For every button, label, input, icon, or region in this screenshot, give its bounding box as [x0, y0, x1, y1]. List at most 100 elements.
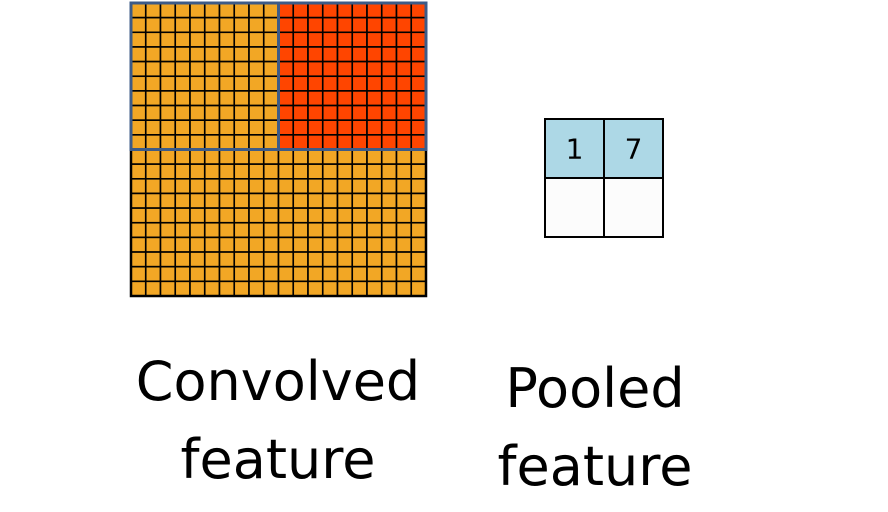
feature-cell	[174, 221, 191, 239]
feature-cell	[130, 163, 147, 180]
feature-cell	[262, 16, 280, 34]
feature-cell	[307, 163, 324, 180]
feature-cell	[380, 163, 398, 180]
feature-cell	[218, 163, 236, 180]
feature-cell	[248, 90, 265, 107]
feature-cell	[174, 148, 191, 165]
pooling-region-cell	[366, 75, 383, 92]
feature-cell	[262, 75, 280, 92]
pooled-cell	[544, 177, 605, 238]
pooling-region-cell	[277, 46, 295, 63]
pooling-region-cell	[321, 90, 339, 107]
feature-cell	[174, 251, 191, 268]
feature-cell	[174, 134, 191, 151]
feature-cell	[277, 192, 295, 209]
feature-cell	[159, 31, 177, 48]
convolved-label-line-1: Convolved	[135, 350, 421, 413]
pooling-region-cell	[380, 104, 398, 122]
feature-cell	[174, 265, 191, 283]
feature-cell	[218, 192, 236, 209]
pooling-region-cell	[292, 90, 309, 107]
feature-cell	[248, 265, 265, 283]
pooling-region-cell	[336, 16, 354, 34]
feature-cell	[174, 192, 191, 209]
feature-cell	[174, 178, 191, 195]
feature-cell	[218, 16, 236, 34]
feature-cell	[189, 163, 206, 180]
feature-cell	[410, 265, 427, 283]
feature-cell	[233, 104, 250, 122]
pooling-region-cell	[380, 16, 398, 34]
feature-cell	[218, 236, 236, 253]
feature-cell	[203, 2, 221, 19]
feature-cell	[395, 207, 413, 224]
feature-cell	[130, 90, 147, 107]
feature-cell	[410, 178, 427, 195]
pooling-region-cell	[410, 16, 427, 34]
feature-cell	[130, 104, 147, 122]
feature-cell	[144, 75, 162, 92]
pooling-region-cell	[351, 75, 368, 92]
feature-cell	[144, 31, 162, 48]
feature-cell	[203, 90, 221, 107]
pooling-region-cell	[307, 2, 324, 19]
feature-cell	[233, 119, 250, 136]
feature-cell	[336, 178, 354, 195]
feature-cell	[203, 60, 221, 78]
convolved-feature-label: Convolved feature	[128, 343, 428, 499]
feature-cell	[159, 119, 177, 136]
feature-cell	[233, 134, 250, 151]
feature-cell	[262, 280, 280, 297]
pooling-region-cell	[395, 104, 413, 122]
feature-cell	[292, 207, 309, 224]
feature-cell	[351, 265, 368, 283]
feature-cell	[292, 221, 309, 239]
feature-cell	[248, 236, 265, 253]
feature-cell	[189, 2, 206, 19]
feature-cell	[321, 207, 339, 224]
feature-cell	[292, 163, 309, 180]
feature-cell	[262, 90, 280, 107]
feature-cell	[321, 251, 339, 268]
pooling-region-cell	[351, 90, 368, 107]
feature-cell	[174, 2, 191, 19]
feature-cell	[395, 178, 413, 195]
feature-cell	[277, 221, 295, 239]
pooling-region-cell	[380, 119, 398, 136]
feature-cell	[307, 251, 324, 268]
feature-cell	[218, 2, 236, 19]
feature-cell	[380, 178, 398, 195]
feature-cell	[159, 134, 177, 151]
feature-cell	[189, 265, 206, 283]
feature-cell	[144, 265, 162, 283]
feature-cell	[336, 265, 354, 283]
feature-cell	[277, 148, 295, 165]
feature-cell	[218, 178, 236, 195]
feature-cell	[395, 236, 413, 253]
feature-cell	[218, 75, 236, 92]
feature-cell	[395, 280, 413, 297]
feature-cell	[262, 221, 280, 239]
feature-cell	[203, 119, 221, 136]
feature-cell	[203, 75, 221, 92]
pooling-region-cell	[410, 134, 427, 151]
pooling-region-cell	[307, 60, 324, 78]
pooling-region-cell	[395, 16, 413, 34]
feature-cell	[144, 280, 162, 297]
pooling-region-cell	[380, 46, 398, 63]
feature-cell	[233, 2, 250, 19]
feature-cell	[248, 207, 265, 224]
feature-cell	[159, 221, 177, 239]
feature-cell	[366, 163, 383, 180]
feature-cell	[233, 16, 250, 34]
feature-cell	[351, 236, 368, 253]
feature-cell	[248, 251, 265, 268]
feature-cell	[189, 251, 206, 268]
feature-cell	[351, 178, 368, 195]
feature-cell	[336, 251, 354, 268]
feature-cell	[130, 265, 147, 283]
feature-cell	[366, 207, 383, 224]
pooling-region-cell	[277, 31, 295, 48]
pooling-region-cell	[321, 60, 339, 78]
pooling-region-cell	[307, 16, 324, 34]
